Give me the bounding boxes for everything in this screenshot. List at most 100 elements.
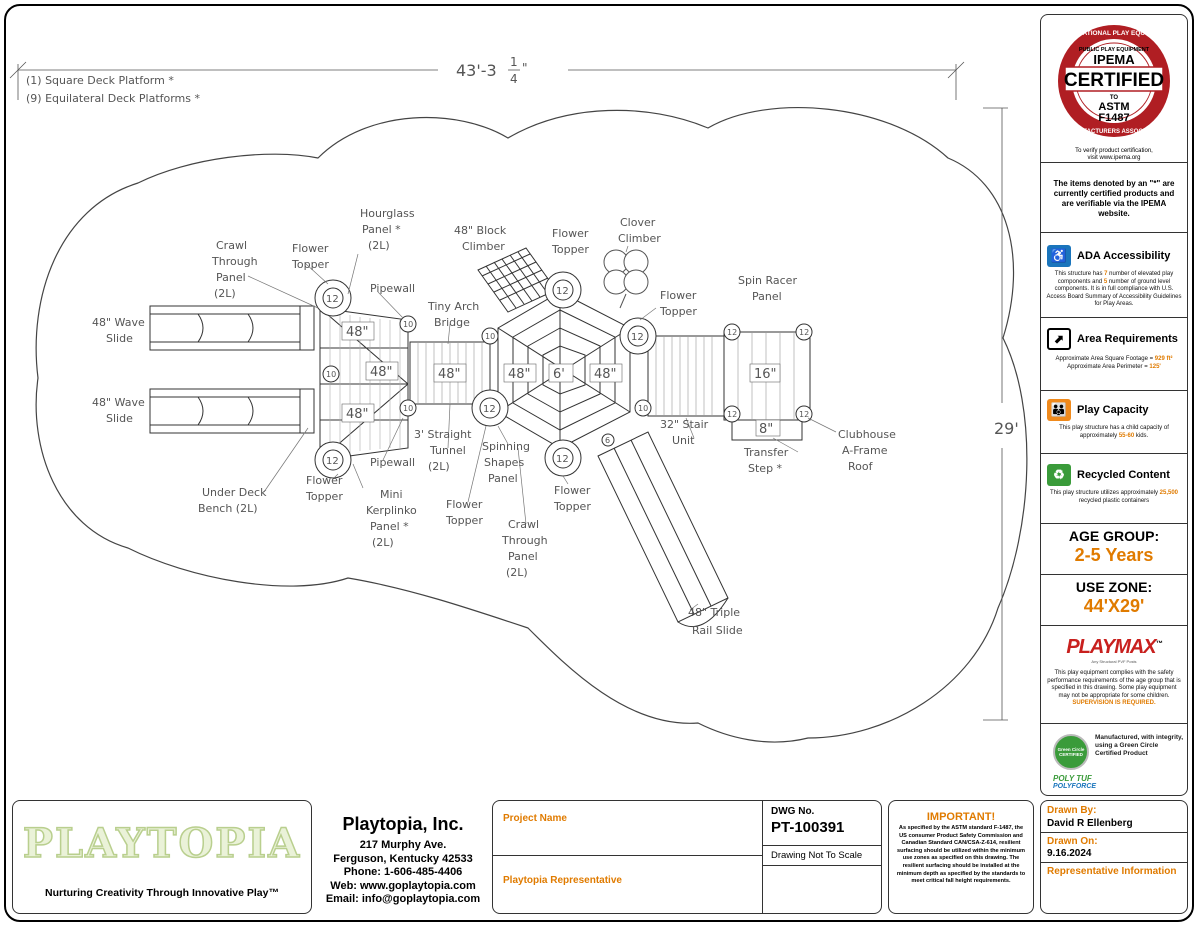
flower-number: 12	[483, 404, 496, 415]
dim-width-unit: "	[522, 61, 528, 75]
age-title: AGE GROUP:	[1068, 528, 1160, 544]
label-spin-racer: Panel	[752, 290, 782, 303]
label-flower-topper: Flower	[306, 474, 343, 487]
dwg-label: DWG No.	[771, 806, 815, 817]
drawn-on: 9.16.2024	[1047, 848, 1092, 859]
flower-number: 12	[326, 294, 339, 305]
label-tunnel: 3' Straight	[414, 428, 472, 441]
deck-height: 48"	[438, 367, 461, 382]
green-badge-line: Green Circle	[1057, 747, 1085, 752]
clover-climber	[603, 249, 649, 309]
ada-section: ♿ ADA Accessibility This structure has 7…	[1041, 233, 1187, 318]
post-number: 12	[727, 410, 737, 419]
label-bench: Bench (2L)	[198, 502, 258, 515]
post-number: 10	[326, 370, 336, 379]
ipema-certified: CERTIFIED	[1064, 70, 1164, 91]
label-spin-racer: Spin Racer	[738, 274, 797, 287]
company-address: Ferguson, Kentucky 42533	[333, 852, 473, 865]
stair-unit	[647, 335, 725, 417]
drawing-frame	[4, 4, 1194, 922]
project-block: Project Name Playtopia Representative DW…	[492, 800, 882, 914]
leader-lines	[247, 245, 837, 611]
label-crawl-panel: Through	[501, 534, 548, 547]
label-flower-topper: Flower	[292, 242, 329, 255]
recycle-icon: ♻	[1047, 464, 1071, 486]
label-triple-slide: Rail Slide	[692, 624, 743, 637]
label-flower-topper: Topper	[305, 490, 343, 503]
capacity-kids: 55-60	[1118, 432, 1135, 439]
label-tiny-arch: Tiny Arch	[427, 300, 479, 313]
flower-number: 12	[631, 332, 644, 343]
ipema-ring-bottom: MANUFACTURERS ASSOCIATION	[1065, 129, 1162, 135]
label-flower-topper: Flower	[552, 227, 589, 240]
deck-height: 8"	[759, 422, 773, 437]
polytuf-logo: POLY TUF	[1053, 774, 1092, 783]
area-section: ⬈ Area Requirements Approximate Area Squ…	[1041, 318, 1187, 391]
playmax-text: This play equipment complies with the sa…	[1047, 670, 1181, 706]
playmax-supervision: SUPERVISION IS REQUIRED.	[1072, 700, 1156, 706]
deck-height: 48"	[370, 365, 393, 380]
dim-width-frac-den: 4	[510, 72, 518, 86]
label-clubhouse: Roof	[848, 460, 874, 473]
ada-ground: 5	[1103, 278, 1108, 285]
use-zone-title: USE ZONE:	[1075, 579, 1153, 595]
wave-slide-2	[149, 388, 315, 434]
label-crawl-panel: (2L)	[214, 287, 236, 300]
ipema-ring-top: INTERNATIONAL PLAY EQUIPMENT	[1058, 30, 1169, 37]
dim-height: 29'	[994, 419, 1019, 438]
label-flower-topper: Topper	[291, 258, 329, 271]
ipema-line: PUBLIC PLAY EQUIPMENT	[1079, 47, 1150, 53]
label-flower-topper: Topper	[553, 500, 591, 513]
label-crawl-panel: (2L)	[506, 566, 528, 579]
site-plan: 43'-3 1 4 " 29' (1) Square Deck Platform…	[9, 55, 1028, 743]
dwg-number: PT-100391	[771, 819, 845, 836]
company-email: Email: info@goplaytopia.com	[325, 893, 481, 905]
label-clubhouse: Clubhouse	[838, 428, 896, 441]
label-crawl-panel: Panel	[508, 550, 538, 563]
label-crawl-panel: Crawl	[216, 239, 247, 252]
recycled-text: This play structure utilizes approximate…	[1049, 490, 1179, 504]
flower-number: 12	[556, 286, 569, 297]
items-denoted-section: The items denoted by an "*" are currentl…	[1041, 163, 1187, 233]
drawn-on-label: Drawn On:	[1047, 836, 1098, 847]
label-clover: Clover	[620, 216, 656, 229]
project-name-label: Project Name	[503, 813, 567, 824]
label-block-climber: Climber	[462, 240, 505, 253]
posts	[322, 315, 813, 447]
label-stair: 32" Stair	[660, 418, 709, 431]
label-wave-slide-2: 48" Wave	[92, 396, 145, 409]
important-title: IMPORTANT!	[926, 811, 996, 823]
wave-slide-1	[149, 305, 315, 351]
deck-height: 6'	[553, 367, 565, 382]
label-spinning: Spinning	[482, 440, 530, 453]
post-number: 6	[605, 436, 610, 445]
deck-heights: 48" 48" 48" 48" 48" 6' 48" 16" 8"	[341, 321, 781, 437]
dim-width-frac-num: 1	[510, 55, 518, 69]
label-bench: Under Deck	[202, 486, 267, 499]
area-sqft: 929 ft²	[1154, 356, 1173, 362]
post-number: 10	[485, 332, 495, 341]
post-number: 10	[403, 320, 413, 329]
use-zone-value: 44'X29'	[1083, 596, 1145, 616]
age-section: AGE GROUP: 2-5 Years	[1041, 524, 1187, 575]
label-transfer: Step *	[748, 462, 783, 475]
label-transfer: Transfer	[743, 446, 789, 459]
label-clover: Climber	[618, 232, 661, 245]
label-pipewall-2: Pipewall	[370, 456, 415, 469]
company-name: Playtopia, Inc.	[342, 814, 464, 834]
info-sidebar: INTERNATIONAL PLAY EQUIPMENT MANUFACTURE…	[1040, 14, 1188, 796]
drawn-by: David R Ellenberg	[1047, 818, 1133, 829]
logo-block: PLAYTOPIA Nurturing Creativity Through I…	[12, 800, 312, 914]
capacity-title: Play Capacity	[1077, 404, 1149, 416]
deck-height: 48"	[346, 325, 369, 340]
ipema-line: ASTM	[1098, 101, 1129, 113]
use-zone-section: USE ZONE: 44'X29'	[1041, 575, 1187, 626]
drawn-by-label: Drawn By:	[1047, 805, 1097, 816]
polyforce-logo: POLYFORCE	[1053, 783, 1097, 790]
capacity-section: 👪 Play Capacity This play structure has …	[1041, 391, 1187, 454]
label-kerplinko: Panel *	[370, 520, 409, 533]
area-sqft-label: Approximate Area Square Footage =	[1055, 356, 1155, 362]
ipema-seal: INTERNATIONAL PLAY EQUIPMENT MANUFACTURE…	[1058, 25, 1170, 137]
deck-height: 48"	[594, 367, 617, 382]
label-kerplinko: Kerplinko	[366, 504, 417, 517]
